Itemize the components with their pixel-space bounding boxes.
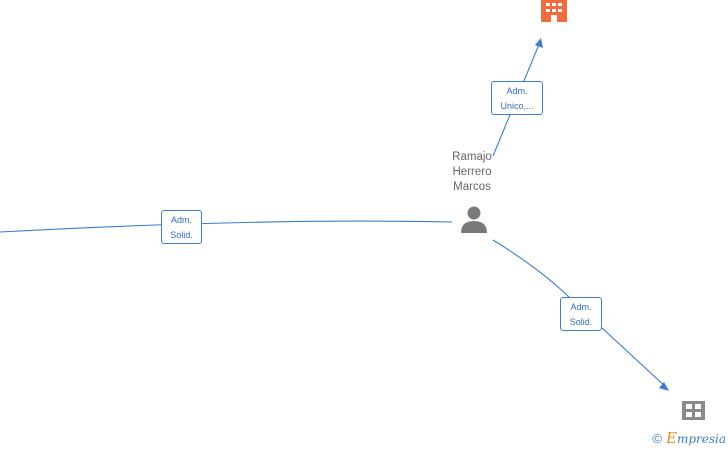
brand-initial: E xyxy=(665,429,677,447)
person-name[interactable]: Ramajo Herrero Marcos xyxy=(437,150,507,195)
edge-label-bottom-company[interactable]: Adm. Solid. xyxy=(560,297,602,331)
empresia-logo: ©Empresia xyxy=(652,429,726,447)
arrowhead-bottom-company xyxy=(659,382,669,391)
building-icon-bottom[interactable] xyxy=(682,401,705,420)
person-icon[interactable] xyxy=(461,206,487,234)
edge-label-top-line-1: Adm. xyxy=(506,86,528,96)
edge-to-left xyxy=(0,220,453,233)
edge-label-top-company[interactable]: Adm. Unico,... xyxy=(491,81,543,115)
brand-name: mpresia xyxy=(676,432,726,446)
building-icon-top[interactable] xyxy=(541,0,567,22)
edge-label-left[interactable]: Adm. Solid. xyxy=(161,210,202,244)
copyright-symbol: © xyxy=(652,431,662,446)
edge-label-bottom-line-2: Solid. xyxy=(569,317,593,327)
edge-label-bottom-line-1: Adm. xyxy=(570,302,592,312)
edge-label-left-line-2: Solid. xyxy=(170,230,193,240)
person-name-line-1: Ramajo xyxy=(452,151,492,163)
person-name-line-3: Marcos xyxy=(453,181,491,193)
edge-label-left-line-1: Adm. xyxy=(170,215,192,225)
edge-label-top-line-2: Unico,... xyxy=(500,101,534,111)
arrowhead-top-company xyxy=(535,38,543,48)
person-name-line-2: Herrero xyxy=(452,166,492,178)
